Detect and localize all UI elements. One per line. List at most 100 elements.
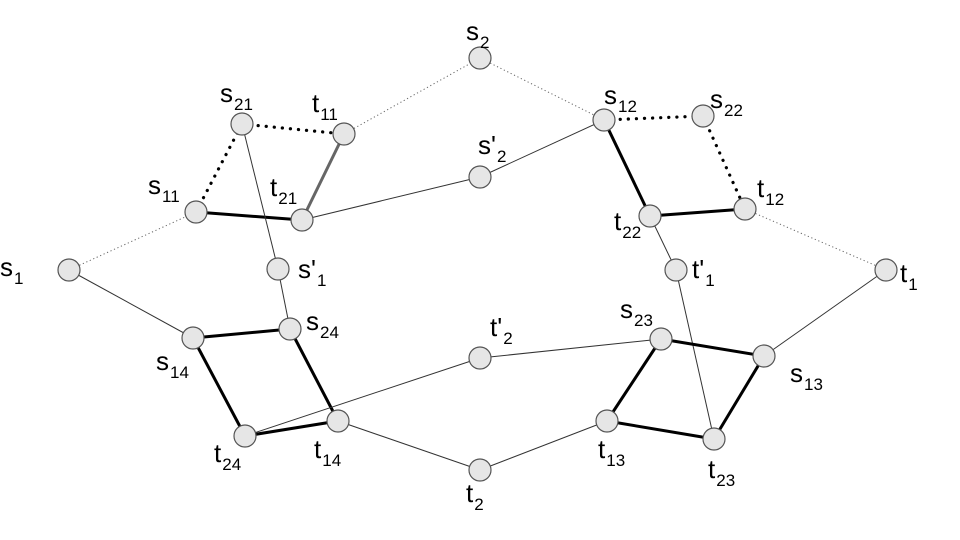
node-t21 xyxy=(290,208,314,232)
node-label-subscript: 24 xyxy=(222,455,241,474)
node-label-subscript: 22 xyxy=(724,101,743,120)
node-label-t1p: t'1 xyxy=(692,254,715,290)
edge-t13-t23 xyxy=(606,419,715,441)
edge-s11-t21 xyxy=(195,210,303,222)
node-label-t2: t2 xyxy=(466,478,484,514)
node-label-t23: t23 xyxy=(708,454,735,490)
edge-s23-s13 xyxy=(660,337,765,358)
node-t13 xyxy=(595,409,619,433)
edge-t24-t2p xyxy=(244,357,481,437)
edge-s2-s12 xyxy=(479,57,605,121)
edge-t14-t2 xyxy=(337,420,481,471)
node-label-s22: s22 xyxy=(710,84,743,120)
edge-t21-t11 xyxy=(300,133,346,221)
node-s2 xyxy=(468,46,492,70)
node-label-base: t xyxy=(214,438,222,468)
node-label-base: s xyxy=(466,16,479,46)
node-label-s24: s24 xyxy=(306,306,339,342)
node-label-subscript: 1 xyxy=(705,271,714,290)
node-s21 xyxy=(230,112,254,136)
edge-s12-s22 xyxy=(602,114,705,122)
node-label-subscript: 11 xyxy=(162,187,180,206)
node-t14 xyxy=(326,409,350,433)
node-label-subscript: 22 xyxy=(622,223,641,242)
node-label-subscript: 1 xyxy=(317,271,326,290)
node-label-base: t xyxy=(466,478,474,508)
node-label-base: s xyxy=(220,78,233,108)
node-label-t2p: t'2 xyxy=(490,312,513,348)
node-label-base: t xyxy=(708,454,716,484)
node-label-subscript: 14 xyxy=(170,363,189,382)
node-label-subscript: 12 xyxy=(765,190,784,209)
node-label-base: s xyxy=(306,306,319,336)
node-label-t14: t14 xyxy=(314,434,341,470)
node-label-t12: t12 xyxy=(757,173,784,209)
node-s11 xyxy=(184,200,208,224)
node-s2p xyxy=(468,165,492,189)
node-s14 xyxy=(181,326,205,350)
node-s22 xyxy=(691,104,715,128)
node-label-t13: t13 xyxy=(598,434,625,470)
node-t24 xyxy=(233,424,257,448)
node-label-t22: t22 xyxy=(614,206,641,242)
node-label-subscript: 2 xyxy=(480,33,489,52)
edge-s21-s1p xyxy=(241,123,279,270)
node-label-t21: t21 xyxy=(270,172,297,208)
edge-t1p-t23 xyxy=(675,269,715,440)
edge-t23-s13 xyxy=(712,355,766,440)
node-t23 xyxy=(702,427,726,451)
node-label-base: t xyxy=(598,434,606,464)
edge-s24-t14 xyxy=(288,328,340,422)
node-label-t1: t1 xyxy=(900,258,918,294)
node-label-s11: s11 xyxy=(148,170,180,206)
node-label-base: t xyxy=(757,173,765,203)
edge-s11-s21 xyxy=(194,122,244,214)
node-label-base: s xyxy=(710,84,723,114)
node-t2 xyxy=(468,458,492,482)
edge-layer xyxy=(68,57,887,471)
node-label-s2: s2 xyxy=(466,16,489,52)
node-label-base: t xyxy=(270,172,278,202)
node-t11 xyxy=(332,122,356,146)
node-label-base: t' xyxy=(692,254,704,284)
edge-t1-s13 xyxy=(763,269,887,357)
edge-s21-t11 xyxy=(240,122,346,136)
node-label-s12: s12 xyxy=(604,80,637,116)
node-s1 xyxy=(57,258,81,282)
node-label-subscript: 13 xyxy=(804,375,823,394)
node-s24 xyxy=(278,317,302,341)
node-s13 xyxy=(752,344,776,368)
node-label-t11: t11 xyxy=(312,88,338,124)
node-label-base: t xyxy=(614,206,622,236)
edge-s2p-s12 xyxy=(479,119,605,178)
node-label-base: s xyxy=(790,358,803,388)
node-label-subscript: 12 xyxy=(618,97,637,116)
node-t12 xyxy=(733,197,757,221)
edge-t11-s2 xyxy=(343,57,481,135)
node-label-base: s xyxy=(148,170,161,200)
edge-s14-t24 xyxy=(191,337,247,437)
node-s12 xyxy=(592,108,616,132)
node-label-subscript: 11 xyxy=(320,105,338,124)
node-label-subscript: 2 xyxy=(474,495,483,514)
edge-t24-t14 xyxy=(244,419,339,438)
node-label-base: t xyxy=(312,88,320,118)
node-s23 xyxy=(649,327,673,351)
node-label-subscript: 21 xyxy=(278,189,297,208)
node-label-base: t' xyxy=(490,312,502,342)
node-layer xyxy=(57,46,898,482)
node-label-subscript: 2 xyxy=(503,329,512,348)
edge-t2-t13 xyxy=(479,420,608,471)
node-label-s21: s21 xyxy=(220,78,253,114)
node-label-s2p: s'2 xyxy=(478,130,506,166)
node-label-base: s' xyxy=(478,130,496,160)
edge-s22-t12 xyxy=(701,114,747,211)
node-label-s1p: s'1 xyxy=(298,254,326,290)
node-label-subscript: 21 xyxy=(234,95,253,114)
node-label-subscript: 23 xyxy=(634,311,653,330)
edge-t21-s2p xyxy=(301,176,481,221)
node-label-subscript: 1 xyxy=(14,269,23,288)
edge-s14-s24 xyxy=(192,327,291,340)
